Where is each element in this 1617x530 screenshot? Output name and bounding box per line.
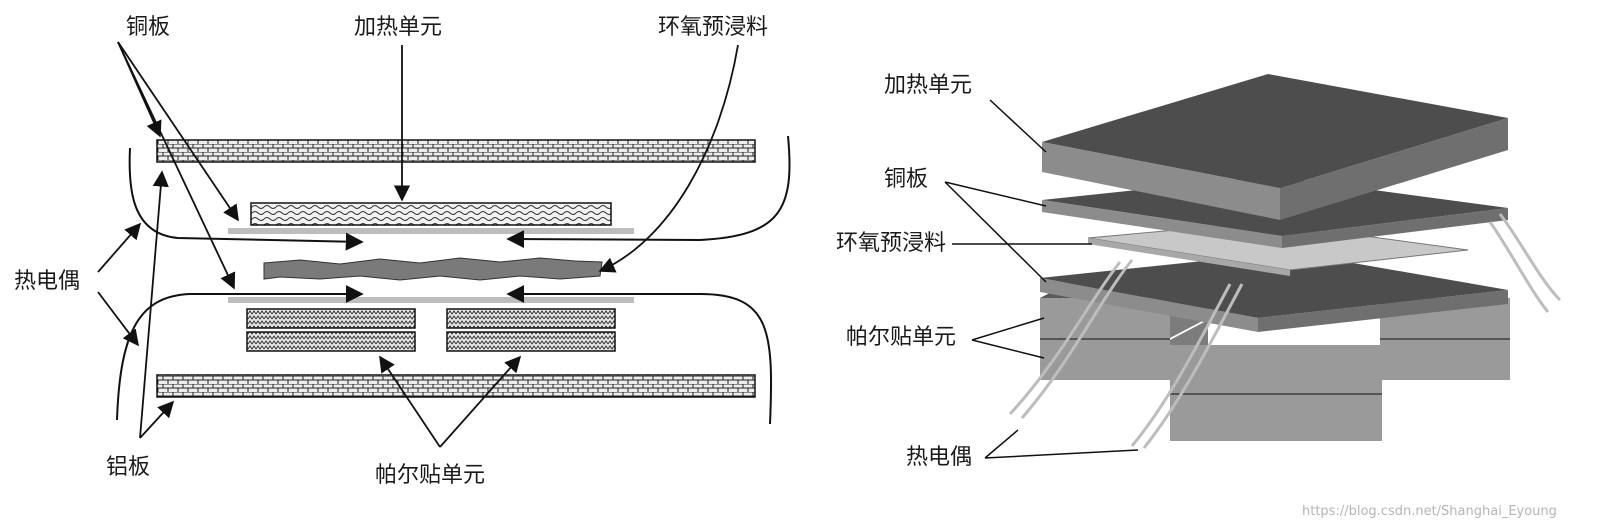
watermark: https://blog.csdn.net/Shanghai_Eyoung [1302,504,1557,519]
separator-sheet-lower [228,297,634,303]
heating-unit [250,202,612,226]
label-heating-unit-left: 加热单元 [354,15,443,40]
label-thermocouple-left: 热电偶 [14,269,81,294]
copper-plate-leader [944,181,1047,283]
label-thermocouple-right: 热电偶 [906,445,973,470]
label-peltier-unit-left: 帕尔贴单元 [375,463,486,488]
aluminum-plate [156,374,756,398]
thermocouple-wires-3d [1008,213,1562,449]
heating-unit-block [1042,74,1508,220]
thermocouple-wire-lower-left [116,285,364,421]
peltier-unit-left-lower [246,331,416,352]
thermocouple-wire-upper-right [506,135,791,249]
label-heating-unit-right: 加热单元 [884,73,973,98]
copper-plate-top [156,139,756,163]
right-3d-stack [944,74,1562,459]
right-leader-lines [944,99,1139,459]
thermocouple-wire-lower-right [506,285,773,425]
label-copper-plate-right: 铜板 [884,167,929,192]
thermocouple-wire-upper-left [128,147,364,251]
label-aluminum-plate: 铝板 [106,455,151,480]
lower-copper-plate [1040,252,1508,332]
peltier-unit-pointers [379,355,522,448]
epoxy-prepreg-pointer [598,44,739,273]
heating-unit-leader [989,99,1047,153]
copper-plate-pointers [117,41,239,290]
peltier-unit-right-lower [446,331,616,352]
label-peltier-unit-right: 帕尔贴单元 [846,325,957,350]
epoxy-prepreg-layer [263,257,603,281]
label-copper-plate-left: 铜板 [126,15,171,40]
thermocouple-pointers [97,222,142,347]
separator-sheet-upper [228,228,634,234]
thermocouple-leader [984,429,1139,459]
peltier-unit-leader [971,317,1045,359]
aluminum-plate-pointers [139,170,175,439]
peltier-unit-right-upper [446,308,616,329]
label-epoxy-prepreg-right: 环氧预浸料 [836,231,947,256]
peltier-unit-left-upper [246,308,416,329]
left-cross-section [97,41,791,448]
label-epoxy-prepreg-left: 环氧预浸料 [658,15,769,40]
